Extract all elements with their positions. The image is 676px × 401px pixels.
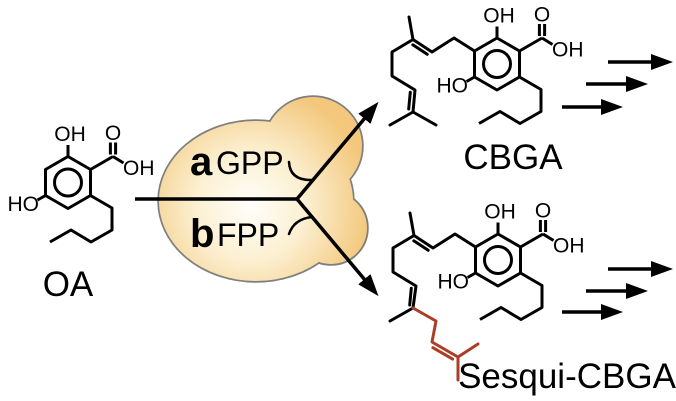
- gpp-connector-hook: [287, 160, 315, 182]
- route-b-substrate: FPP: [217, 217, 279, 253]
- route-b-arrow: [295, 197, 379, 297]
- geranyl-chain: [388, 15, 476, 127]
- route-a-arrow: [295, 101, 379, 201]
- molecule-oa: OA: [6, 120, 156, 304]
- enzyme-route-labels: a GPP b FPP: [190, 140, 284, 256]
- farnesyl-chain-black: [388, 211, 477, 323]
- molecule-label-cbga: CBGA: [463, 138, 563, 177]
- reaction-arrows: [135, 54, 673, 320]
- molecule-label-sesqui-cbga: Sesqui-CBGA: [458, 357, 676, 396]
- molecule-label-oa: OA: [43, 265, 94, 304]
- enzyme-blob: [157, 95, 369, 283]
- enzyme-blob-body: [159, 97, 367, 281]
- route-b-key: b: [190, 212, 214, 256]
- route-a-key: a: [190, 140, 213, 184]
- route-a-substrate: GPP: [216, 145, 284, 181]
- fpp-connector-hook: [287, 215, 314, 236]
- farnesyl-chain-highlight: [411, 306, 480, 382]
- cbga-downstream-arrows: [562, 54, 673, 115]
- sesqui-cbga-downstream-arrows: [562, 261, 673, 320]
- molecule-sesqui-cbga: Sesqui-CBGA: [388, 198, 676, 396]
- molecule-cbga: CBGA: [388, 2, 585, 177]
